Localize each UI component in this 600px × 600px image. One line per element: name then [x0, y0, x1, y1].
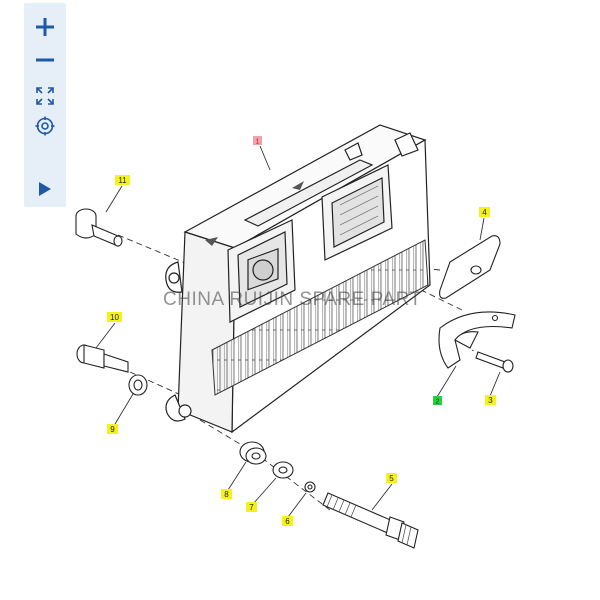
svg-text:9: 9: [110, 425, 115, 434]
callout-7[interactable]: 7: [246, 502, 257, 512]
callout-5[interactable]: 5: [386, 473, 397, 483]
next-button[interactable]: [24, 176, 66, 202]
part-2-bracket: [438, 311, 516, 369]
callout-1[interactable]: 1: [253, 136, 262, 146]
expand-arrows-icon: [36, 87, 54, 105]
svg-text:8: 8: [224, 490, 229, 499]
plus-icon: [36, 18, 54, 36]
callout-4[interactable]: 4: [479, 207, 490, 217]
target-icon: [35, 116, 55, 136]
callout-6[interactable]: 6: [282, 516, 293, 526]
watermark-text: CHINA RUIJIN SPARE PART: [163, 289, 422, 310]
svg-text:7: 7: [249, 503, 254, 512]
svg-text:4: 4: [482, 208, 487, 217]
part-7-washer: [272, 461, 294, 479]
svg-text:5: 5: [389, 474, 394, 483]
fit-to-screen-button[interactable]: [24, 83, 66, 109]
part-9-washer: [128, 374, 148, 396]
callout-2[interactable]: 2: [433, 396, 442, 406]
callout-10[interactable]: 10: [107, 312, 122, 322]
ecm-module: [165, 124, 431, 434]
connector-left: [227, 219, 296, 323]
svg-text:6: 6: [285, 517, 290, 526]
callout-11[interactable]: 11: [115, 175, 130, 185]
part-11-bolt: [75, 208, 123, 247]
callout-leaders: [95, 145, 501, 518]
callout-8[interactable]: 8: [221, 489, 232, 499]
svg-text:3: 3: [488, 396, 493, 405]
play-icon: [39, 182, 51, 196]
part-3-screw: [475, 351, 514, 373]
callout-9[interactable]: 9: [107, 424, 118, 434]
part-6-ring: [304, 481, 316, 493]
part-4-plate: [439, 235, 501, 299]
reset-view-button[interactable]: [24, 113, 66, 139]
callouts: 1 2 3 4 5 6 7 8: [107, 136, 496, 526]
viewer-toolbar: [24, 3, 66, 207]
svg-text:2: 2: [436, 399, 440, 406]
cooling-fins: [211, 239, 429, 396]
zoom-in-button[interactable]: [24, 14, 66, 40]
connector-right: [321, 164, 393, 261]
callout-3[interactable]: 3: [485, 395, 496, 405]
svg-text:1: 1: [256, 139, 260, 146]
svg-text:10: 10: [110, 313, 119, 322]
minus-icon: [36, 58, 54, 62]
part-5-stud: [322, 492, 419, 549]
part-8-grommet: [239, 441, 267, 465]
part-10-bolt: [76, 344, 129, 373]
zoom-out-button[interactable]: [24, 47, 66, 73]
svg-text:11: 11: [118, 176, 127, 185]
